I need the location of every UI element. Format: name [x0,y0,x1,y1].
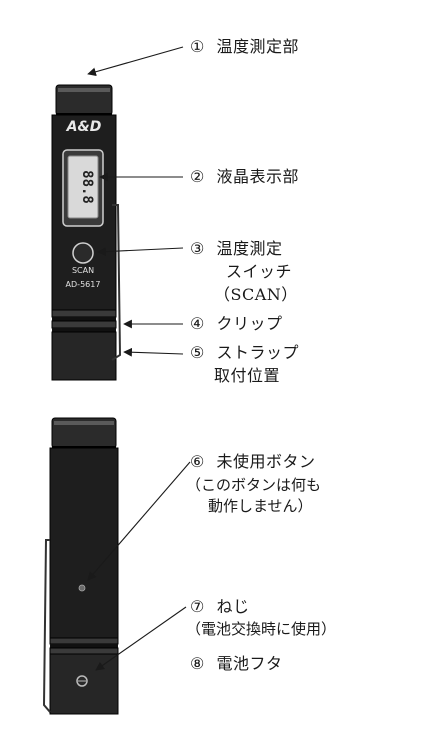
label-3-text: 温度測定 [216,239,283,258]
label-8-num: ⑧ [190,654,205,673]
label-6: ⑥ 未使用ボタン [190,452,315,472]
label-2-num: ② [190,167,205,186]
leader-lines [87,46,191,671]
label-7: ⑦ ねじ [190,597,249,617]
label-6-line2: （このボタンは何も [186,476,322,494]
label-4-text: クリップ [216,314,283,333]
clip-back [42,539,51,713]
label-5-line2: 取付位置 [214,366,281,385]
label-1-text: 温度測定部 [216,37,299,56]
label-6-line3: 動作しません） [208,497,313,515]
label-2-text: 液晶表示部 [216,167,299,186]
unused-button [78,584,86,592]
label-1: ① 温度測定部 [190,37,299,57]
label-3-line3: （SCAN） [214,285,298,304]
battery-cover [49,653,119,715]
label-8: ⑧ 電池フタ [190,654,282,674]
label-8-text: 電池フタ [216,654,283,673]
scan-button [72,242,94,264]
label-3-num: ③ [190,239,205,258]
label-5: ⑤ ストラップ [190,343,299,363]
scan-key-label: SCAN [71,266,95,275]
label-4-num: ④ [190,314,205,333]
label-4: ④ クリップ [190,314,282,334]
label-5-num: ⑤ [190,343,205,362]
label-1-num: ① [190,37,205,56]
label-5-text: ストラップ [216,343,299,362]
label-2: ② 液晶表示部 [190,167,299,187]
label-6-text: 未使用ボタン [216,452,316,471]
lcd-screen [67,155,99,219]
label-7-num: ⑦ [190,597,205,616]
label-7-line2: （電池交換時に使用） [186,620,337,638]
brand-logo: A&D [66,119,102,135]
label-7-text: ねじ [216,597,250,616]
svg-text:88.8: 88.8 [79,170,95,204]
device-back-body [49,447,119,639]
label-3: ③ 温度測定 [190,239,282,259]
device-back [42,417,119,715]
label-6-num: ⑥ [190,452,205,471]
model-label: AD-5617 [65,280,101,289]
device-front: 88.8 [51,84,122,381]
label-3-line2: スイッチ [226,262,293,281]
clip [111,204,122,361]
